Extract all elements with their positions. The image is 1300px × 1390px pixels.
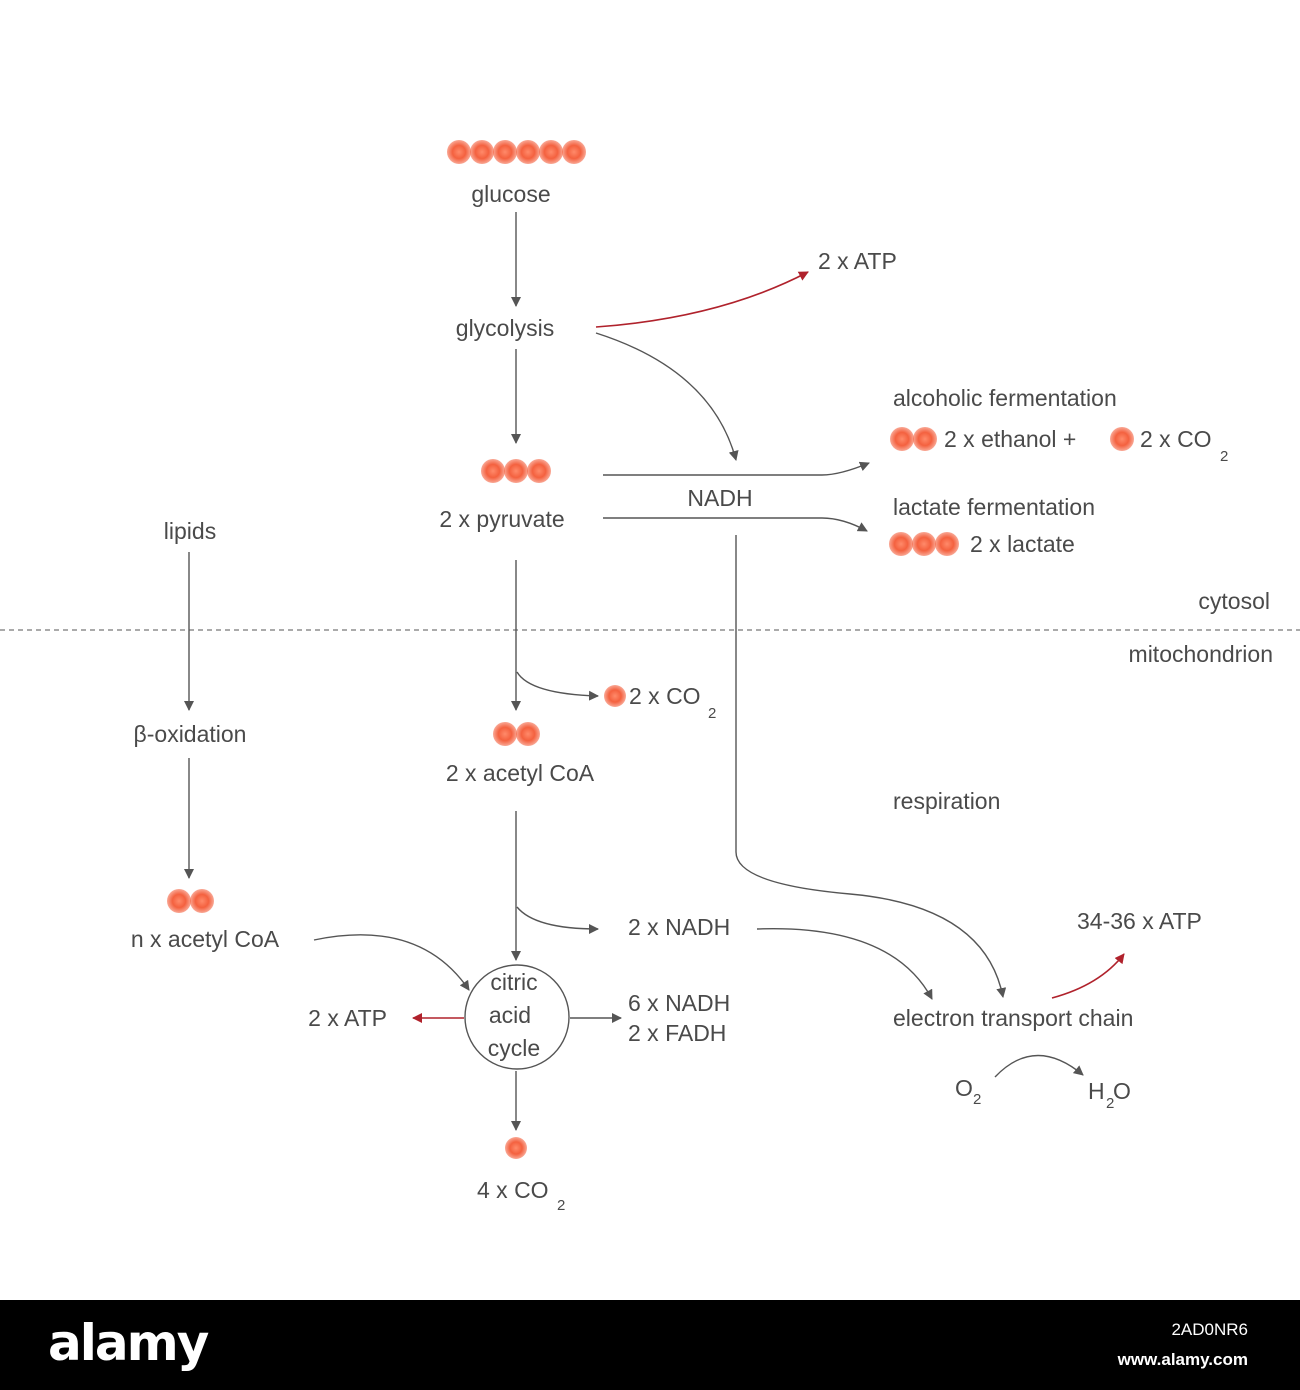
- water-label-o: O: [1113, 1078, 1131, 1104]
- co2-decarboxylation-label: 2 x CO: [629, 683, 701, 709]
- mitochondrion-label: mitochondrion: [1129, 641, 1273, 667]
- co2-cycle-subscript: 2: [557, 1197, 565, 1214]
- citric-acid-cycle-label-line2: acid: [489, 1002, 531, 1028]
- oxygen-label: O: [955, 1075, 973, 1101]
- arrow-to-nadh-pdh: [516, 906, 599, 934]
- fadh-cycle-label: 2 x FADH: [628, 1020, 726, 1046]
- glucose-label: glucose: [471, 181, 550, 207]
- arrow-glycolysis-to-atp: [595, 271, 809, 328]
- nadh-cycle-label: 6 x NADH: [628, 990, 730, 1016]
- co2-fermentation-carbon: [1110, 427, 1134, 451]
- lactate-fermentation-label: lactate fermentation: [893, 494, 1095, 520]
- citric-acid-cycle-label-line1: citric: [490, 969, 537, 995]
- respiration-label: respiration: [893, 788, 1000, 814]
- arrow-nadh-to-electron-transport-chain: [735, 535, 1007, 998]
- arrow-oxygen-to-water: [994, 1054, 1084, 1078]
- n-acetyl-coa-carbon-chain: [167, 889, 214, 913]
- arrow-ets-to-atp: [1051, 953, 1125, 999]
- co2-fermentation-label: 2 x CO: [1140, 426, 1212, 452]
- arrow-pyruvate-to-lactate-fermentation: [603, 517, 868, 532]
- co2-fermentation-subscript: 2: [1220, 448, 1228, 465]
- arrow-nadh-pdh-to-electron-transport-chain: [756, 927, 933, 1000]
- arrow-pyruvate-to-alcoholic-fermentation: [603, 461, 870, 476]
- lactate-label: 2 x lactate: [970, 531, 1075, 557]
- atp-glycolysis-label: 2 x ATP: [818, 248, 897, 274]
- ethanol-carbon-chain: [890, 427, 937, 451]
- arrow-glycolysis-to-nadh: [595, 332, 739, 461]
- glucose-carbon-chain: [447, 140, 586, 164]
- nadh-pdh-label: 2 x NADH: [628, 914, 730, 940]
- image-id: 2AD0NR6: [1171, 1320, 1248, 1339]
- arrow-n-acetyl-coa-to-cycle: [313, 934, 470, 991]
- oxygen-subscript: 2: [973, 1091, 981, 1108]
- alcoholic-fermentation-label: alcoholic fermentation: [893, 385, 1117, 411]
- metabolism-diagram: glucose glycolysis 2 x ATP alcoholic fer…: [0, 140, 1300, 1214]
- atp-cycle-label: 2 x ATP: [308, 1005, 387, 1031]
- pyruvate-carbon-chain: [481, 459, 551, 483]
- co2-decarboxylation-carbon: [604, 685, 626, 707]
- citric-acid-cycle-label-line3: cycle: [488, 1035, 540, 1061]
- arrow-to-co2-decarboxylation: [516, 671, 599, 701]
- brand-logo: alamy: [48, 1314, 209, 1372]
- cytosol-label: cytosol: [1198, 588, 1270, 614]
- atp-ets-label: 34-36 x ATP: [1077, 908, 1202, 934]
- glycolysis-label: glycolysis: [456, 315, 554, 341]
- acetyl-coa-label: 2 x acetyl CoA: [446, 760, 595, 786]
- site-url: www.alamy.com: [1117, 1350, 1248, 1369]
- co2-cycle-carbon: [505, 1137, 527, 1159]
- beta-oxidation-label: β-oxidation: [134, 721, 247, 747]
- co2-decarboxylation-subscript: 2: [708, 705, 716, 722]
- citric-acid-cycle-circle: [464, 964, 570, 1070]
- lipids-label: lipids: [164, 518, 216, 544]
- water-subscript: 2: [1106, 1095, 1114, 1112]
- ethanol-label: 2 x ethanol +: [944, 426, 1076, 452]
- nadh-label: NADH: [687, 485, 752, 511]
- co2-cycle-label: 4 x CO: [477, 1177, 549, 1203]
- n-acetyl-coa-label: n x acetyl CoA: [131, 926, 280, 952]
- electron-transport-chain-label: electron transport chain: [893, 1005, 1133, 1031]
- watermark-footer: alamy 2AD0NR6 www.alamy.com: [0, 1300, 1300, 1390]
- pyruvate-label: 2 x pyruvate: [439, 506, 564, 532]
- lactate-carbon-chain: [889, 532, 959, 556]
- acetyl-coa-carbon-chain: [493, 722, 540, 746]
- water-label-h: H: [1088, 1078, 1105, 1104]
